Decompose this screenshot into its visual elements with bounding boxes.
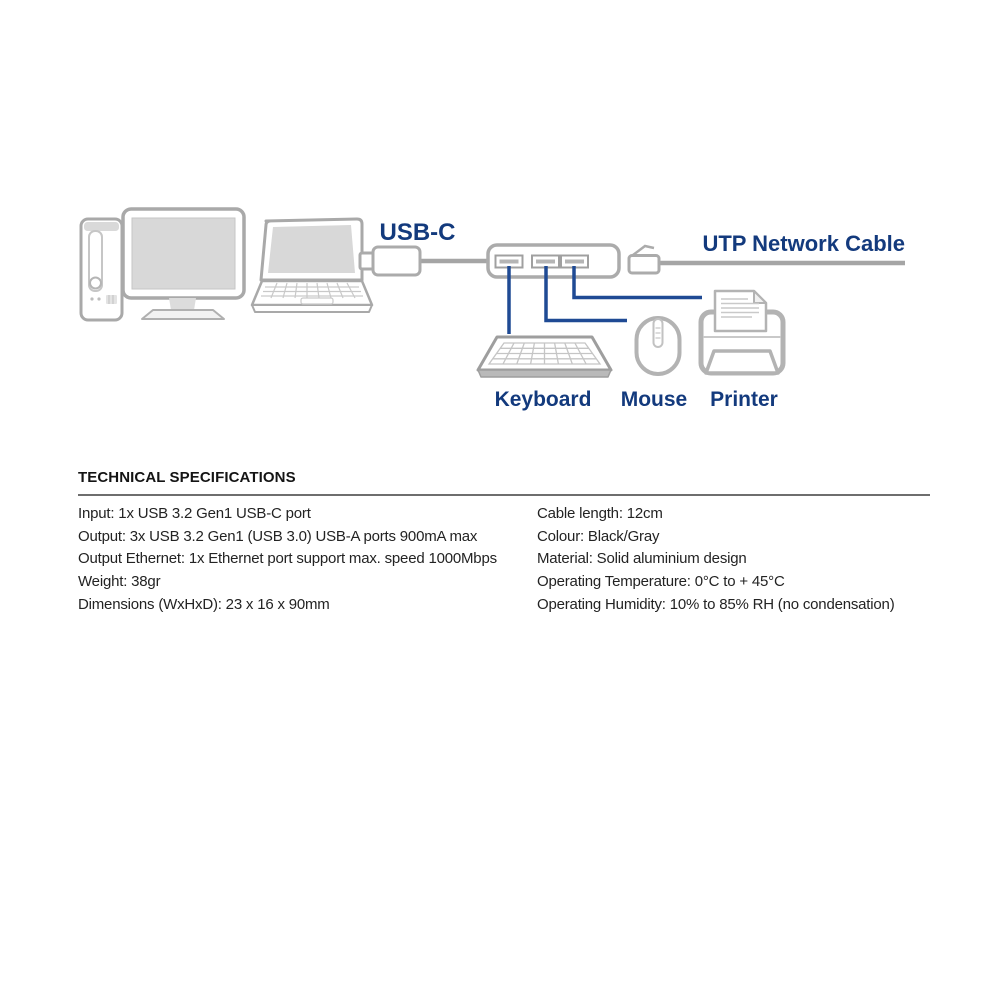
- spec-line: Operating Humidity: 10% to 85% RH (no co…: [537, 595, 895, 613]
- specs-columns: Input: 1x USB 3.2 Gen1 USB-C port Output…: [78, 503, 930, 617]
- monitor-icon: [121, 207, 246, 320]
- connection-lines: [507, 266, 702, 334]
- spec-line: Colour: Black/Gray: [537, 527, 660, 545]
- spec-line: Dimensions (WxHxD): 23 x 16 x 90mm: [78, 595, 330, 613]
- connection-line-mouse: [544, 266, 627, 323]
- specs-divider: [78, 494, 930, 496]
- spec-line: Cable length: 12cm: [537, 505, 663, 522]
- spec-line: Weight: 38gr: [78, 573, 161, 591]
- connection-line-printer: [572, 266, 702, 300]
- desktop-pc-icon: [79, 217, 124, 322]
- laptop-icon: [250, 217, 374, 313]
- connection-diagram: [79, 207, 905, 378]
- usb-hub-icon: [486, 243, 621, 279]
- mouse-icon: [634, 316, 682, 376]
- spec-line: Output Ethernet: 1x Ethernet port suppor…: [78, 550, 497, 568]
- specs-column-right: Cable length: 12cm Colour: Black/Gray Ma…: [537, 503, 930, 617]
- specs-column-left: Input: 1x USB 3.2 Gen1 USB-C port Output…: [78, 503, 537, 617]
- usb-c-label: USB-C: [379, 219, 456, 246]
- usb-port: [494, 254, 524, 269]
- spec-line: Input: 1x USB 3.2 Gen1 USB-C port: [78, 505, 311, 522]
- utp-network-cable-label: UTP Network Cable: [702, 231, 905, 256]
- usb-c-plug-icon: [358, 245, 488, 277]
- printer-label: Printer: [710, 388, 778, 411]
- usb-port: [531, 254, 560, 269]
- keyboard-label: Keyboard: [494, 388, 592, 411]
- printer-icon: [698, 289, 786, 376]
- mouse-label: Mouse: [620, 388, 688, 411]
- spec-line: Material: Solid aluminium design: [537, 550, 747, 568]
- specs-heading: TECHNICAL SPECIFICATIONS: [78, 469, 296, 486]
- spec-line: Output: 3x USB 3.2 Gen1 (USB 3.0) USB-A …: [78, 527, 478, 545]
- rj45-connector-icon: [627, 244, 905, 275]
- usb-port: [560, 254, 589, 269]
- spec-line: Operating Temperature: 0°C to + 45°C: [537, 573, 785, 591]
- keyboard-icon: [476, 335, 613, 378]
- technical-specifications-section: TECHNICAL SPECIFICATIONS Input: 1x USB 3…: [78, 469, 930, 617]
